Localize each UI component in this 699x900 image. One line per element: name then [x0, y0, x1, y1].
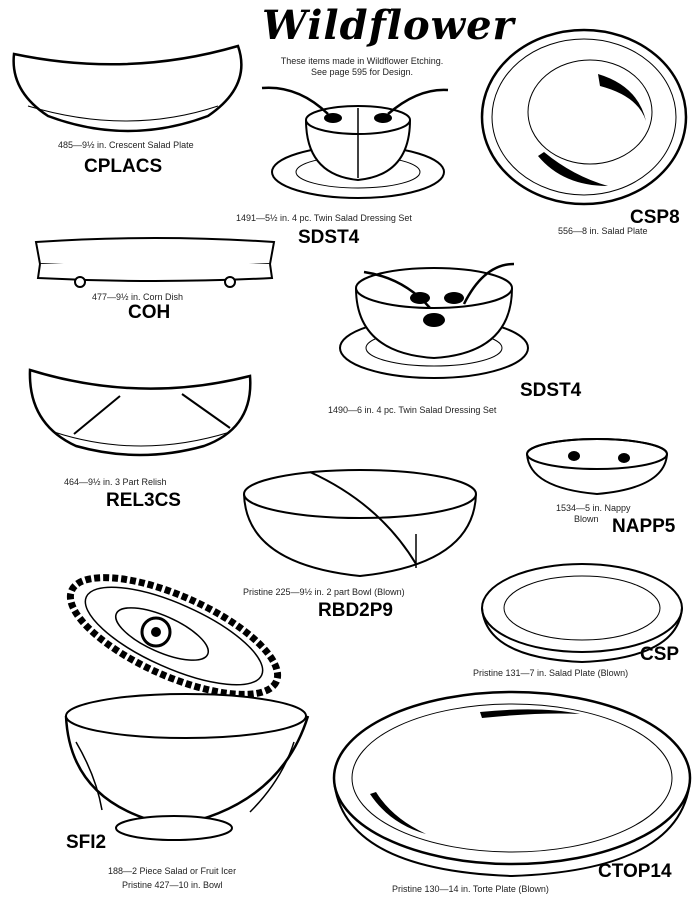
twin-salad-dressing-set-illustration [334, 258, 534, 388]
crescent-salad-plate-illustration [8, 36, 248, 136]
item-caption: 1490—6 in. 4 pc. Twin Salad Dressing Set [328, 405, 497, 415]
item-code: CPLACS [84, 156, 163, 177]
page-title: Wildflower [262, 2, 515, 49]
salad-plate-7-illustration [478, 558, 690, 670]
item-caption: 188—2 Piece Salad or Fruit Icer [108, 866, 237, 876]
item-caption: Pristine 225—9½ in. 2 part Bowl (Blown) [243, 587, 405, 597]
header-subtitle-2: See page 595 for Design. [310, 67, 414, 77]
item-code: SDST4 [520, 380, 582, 401]
item-caption: 556—8 in. Salad Plate [558, 226, 648, 236]
header-subtitle-1: These items made in Wildflower Etching. [280, 56, 444, 66]
item-code: COH [128, 302, 171, 323]
salad-plate-8-illustration [478, 26, 690, 208]
item-code: REL3CS [106, 490, 181, 511]
fruit-icer-illustration [36, 566, 326, 856]
item-caption-line2: Pristine 427—10 in. Bowl [122, 880, 223, 890]
item-caption: Pristine 130—14 in. Torte Plate (Blown) [392, 884, 549, 894]
two-part-bowl-illustration [240, 464, 480, 582]
item-code: NAPP5 [612, 516, 676, 537]
item-code: CTOP14 [598, 861, 672, 882]
twin-salad-dressing-set-illustration [258, 80, 458, 205]
torte-plate-14-illustration [330, 684, 694, 884]
item-caption: 464—9½ in. 3 Part Relish [64, 477, 167, 487]
three-part-relish-illustration [24, 364, 256, 464]
item-caption: Pristine 131—7 in. Salad Plate (Blown) [473, 668, 629, 678]
item-code: SFI2 [66, 832, 107, 853]
nappy-5-illustration [524, 436, 670, 500]
item-code: SDST4 [298, 227, 360, 248]
item-caption: 1491—5½ in. 4 pc. Twin Salad Dressing Se… [236, 213, 412, 223]
item-caption: 477—9½ in. Corn Dish [92, 292, 184, 302]
item-code: RBD2P9 [318, 600, 393, 621]
item-caption: 1534—5 in. Nappy [556, 503, 631, 513]
item-caption-line2: Blown [574, 514, 599, 524]
item-caption: 485—9½ in. Crescent Salad Plate [58, 140, 194, 150]
corn-dish-illustration [30, 234, 280, 294]
item-code: CSP [640, 644, 680, 665]
item-code: CSP8 [630, 207, 680, 228]
